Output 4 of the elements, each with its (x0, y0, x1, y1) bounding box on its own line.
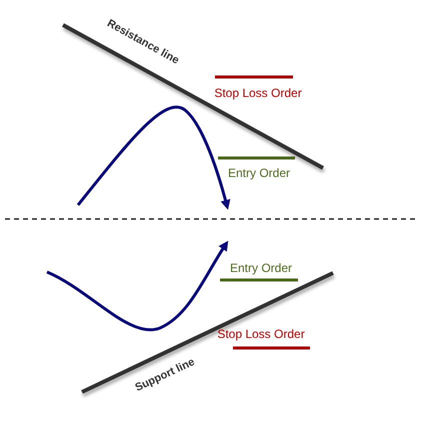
order-label: Stop Loss Order (214, 86, 302, 100)
order-label: Entry Order (228, 166, 290, 180)
order-label: Stop Loss Order (217, 327, 305, 341)
order-label: Entry Order (230, 261, 292, 275)
